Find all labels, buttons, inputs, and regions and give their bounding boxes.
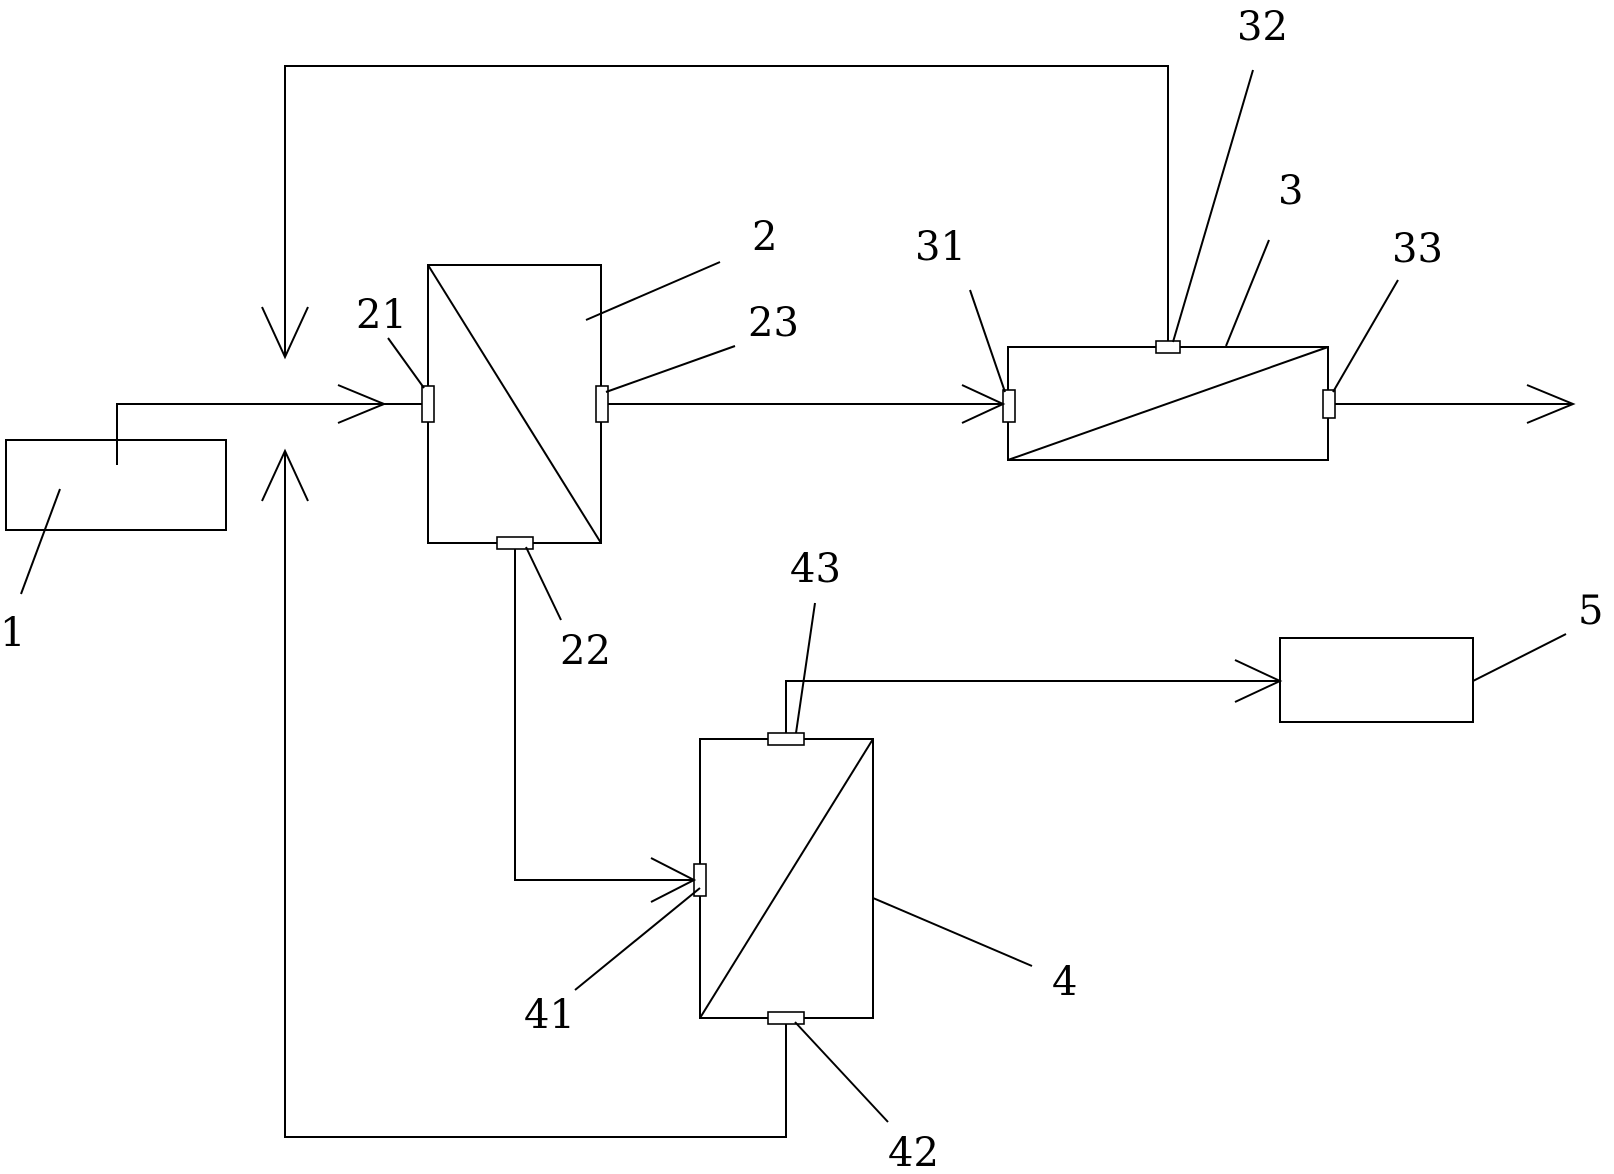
- pipe-42-recycle: [284, 451, 787, 1138]
- arrow-outlet: [1526, 384, 1576, 424]
- label-41: 41: [524, 992, 575, 1038]
- port-22: [496, 536, 534, 550]
- port-21: [421, 385, 435, 423]
- component-5-box: [1279, 637, 1474, 723]
- leader-2: [585, 261, 721, 321]
- port-33: [1322, 389, 1336, 419]
- pipe-1-to-21: [116, 403, 422, 465]
- port-32: [1155, 340, 1181, 354]
- port-42: [767, 1011, 805, 1025]
- leader-43: [795, 602, 816, 734]
- label-4: 4: [1052, 959, 1077, 1005]
- component-3-module: [1002, 340, 1336, 461]
- arrow-into-5: [1234, 659, 1283, 703]
- arrow-into-41: [650, 857, 697, 903]
- arrow-recycle-down: [261, 306, 309, 360]
- label-3: 3: [1278, 168, 1303, 214]
- leader-4: [872, 897, 1033, 967]
- arrow-into-21: [337, 384, 387, 424]
- leader-21: [387, 337, 425, 389]
- component-4-module: [693, 732, 874, 1025]
- label-32: 32: [1237, 4, 1288, 50]
- leader-1: [20, 488, 61, 595]
- leader-33: [1332, 279, 1399, 393]
- pipe-43-to-5: [785, 680, 1280, 733]
- label-5: 5: [1578, 588, 1603, 634]
- leader-22: [525, 546, 562, 621]
- label-2: 2: [752, 214, 777, 260]
- label-42: 42: [888, 1130, 939, 1174]
- label-43: 43: [790, 546, 841, 592]
- port-31: [1002, 389, 1016, 423]
- component-2-module: [421, 264, 609, 550]
- label-1: 1: [0, 610, 25, 656]
- arrow-into-31: [961, 384, 1006, 424]
- leader-42: [794, 1021, 889, 1123]
- leader-5: [1472, 633, 1567, 682]
- leader-32: [1172, 69, 1254, 343]
- arrow-recycle-up: [261, 448, 309, 502]
- pipe-22-to-41: [514, 549, 694, 881]
- component-4-membrane: [699, 738, 874, 1019]
- leader-23: [605, 345, 736, 393]
- leader-31: [969, 289, 1006, 393]
- port-43: [767, 732, 805, 746]
- component-3-membrane: [1007, 346, 1329, 461]
- label-23: 23: [748, 300, 799, 346]
- label-22: 22: [560, 628, 611, 674]
- component-2-membrane: [427, 264, 602, 544]
- label-33: 33: [1392, 226, 1443, 272]
- leader-41: [574, 887, 701, 991]
- label-31: 31: [915, 224, 966, 270]
- label-21: 21: [356, 292, 407, 338]
- pipe-32-recycle: [284, 65, 1169, 357]
- leader-3: [1225, 239, 1270, 347]
